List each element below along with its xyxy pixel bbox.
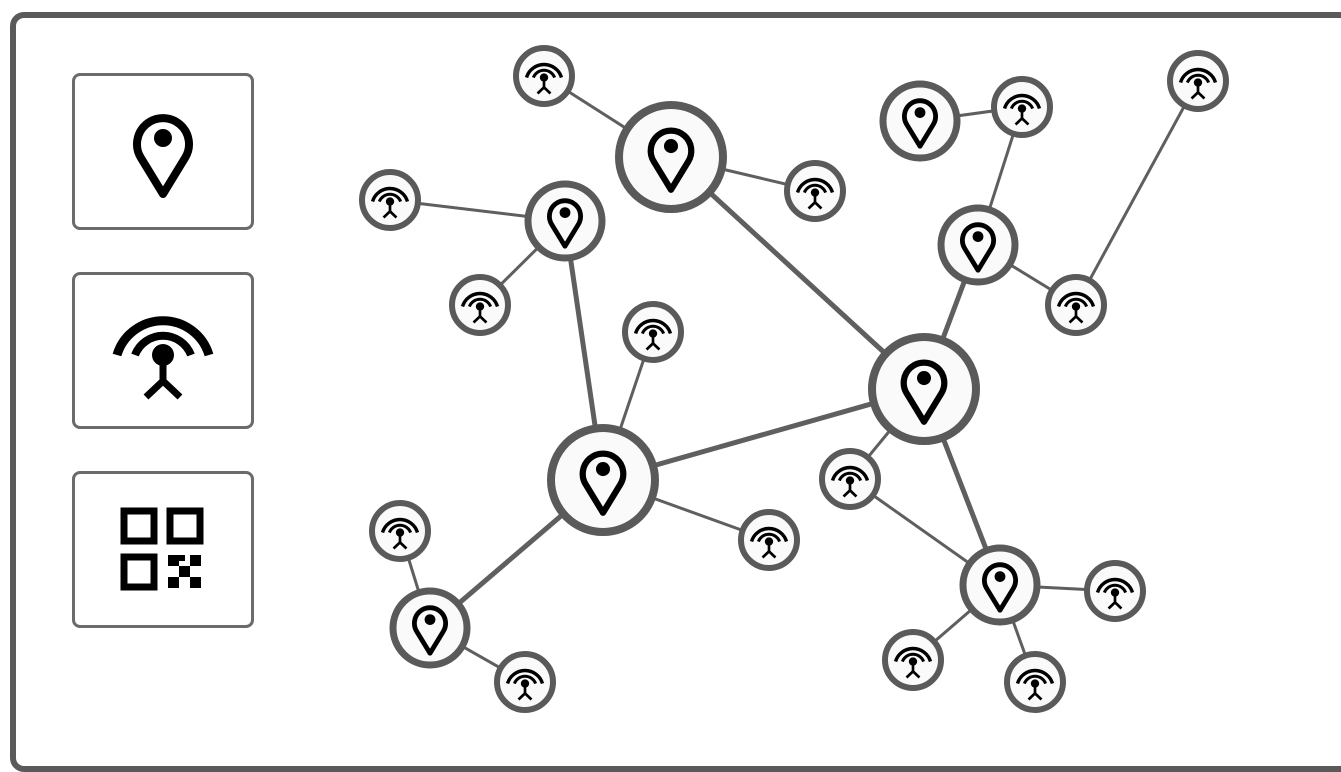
location-node[interactable] — [937, 204, 1019, 286]
location-pin-icon — [547, 198, 583, 249]
antenna-icon — [1178, 67, 1218, 100]
antenna-icon — [893, 646, 933, 679]
qr-code-icon — [120, 507, 204, 590]
antenna-node[interactable] — [1004, 651, 1066, 713]
antenna-node[interactable] — [622, 301, 684, 363]
antenna-icon — [505, 668, 545, 701]
antenna-icon — [633, 318, 673, 351]
antenna-icon — [795, 177, 835, 210]
graph-nodes — [359, 45, 1229, 713]
antenna-icon — [460, 291, 500, 324]
antenna-icon — [380, 517, 420, 550]
graph-edges — [389, 74, 1200, 684]
location-pin-icon — [647, 127, 695, 193]
location-pin-icon — [982, 562, 1018, 613]
antenna-icon — [370, 186, 410, 219]
network-graph — [359, 45, 1229, 713]
hub-location-node[interactable] — [868, 333, 980, 445]
antenna-icon — [830, 465, 870, 498]
antenna-icon — [524, 62, 564, 95]
antenna-node[interactable] — [513, 45, 575, 107]
antenna-node[interactable] — [882, 629, 944, 691]
qr-code-tool-button[interactable] — [72, 471, 254, 628]
antenna-icon — [1015, 668, 1055, 701]
antenna-node[interactable] — [1084, 560, 1146, 622]
antenna-icon — [749, 526, 789, 559]
antenna-node[interactable] — [1167, 50, 1229, 112]
graph-edge — [1074, 80, 1200, 306]
graph-edge — [669, 155, 926, 391]
location-node[interactable] — [879, 80, 961, 162]
location-pin-icon — [412, 605, 448, 656]
antenna-icon — [112, 315, 214, 400]
location-node[interactable] — [524, 180, 606, 262]
antenna-node[interactable] — [991, 76, 1053, 138]
location-pin-icon — [960, 222, 996, 273]
antenna-node[interactable] — [369, 500, 431, 562]
location-pin-icon — [902, 98, 938, 149]
antenna-node[interactable] — [784, 160, 846, 222]
location-pin-tool-button[interactable] — [72, 73, 254, 230]
antenna-node[interactable] — [449, 274, 511, 336]
antenna-icon — [1002, 93, 1042, 126]
hub-location-node[interactable] — [615, 101, 727, 213]
antenna-node[interactable] — [359, 169, 421, 231]
location-pin-icon — [579, 450, 627, 516]
antenna-node[interactable] — [819, 448, 881, 510]
hub-location-node[interactable] — [547, 424, 659, 536]
antenna-node[interactable] — [738, 509, 800, 571]
location-pin-icon — [900, 359, 948, 425]
location-pin-icon — [133, 113, 193, 198]
antenna-node[interactable] — [1045, 274, 1107, 336]
antenna-node[interactable] — [494, 651, 556, 713]
location-node[interactable] — [959, 544, 1041, 626]
antenna-icon — [1095, 577, 1135, 610]
antenna-tool-button[interactable] — [72, 272, 254, 429]
location-node[interactable] — [389, 587, 471, 669]
antenna-icon — [1056, 291, 1096, 324]
